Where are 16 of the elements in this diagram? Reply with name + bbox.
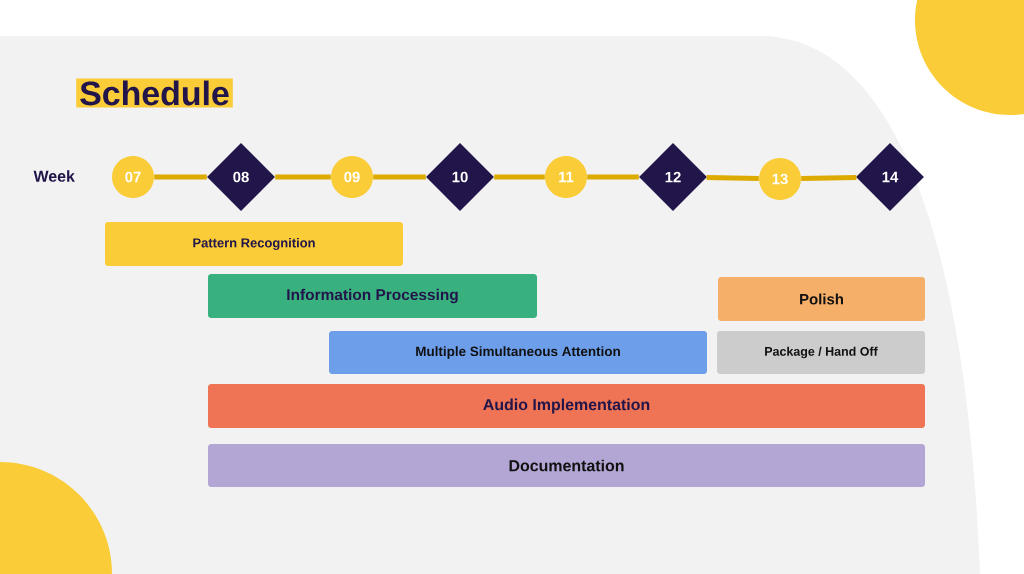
task-bar: Audio Implementation [208, 384, 925, 428]
timeline-line [587, 174, 639, 180]
task-bar: Package / Hand Off [717, 331, 925, 374]
timeline-line [801, 175, 857, 182]
timeline-line [373, 174, 426, 180]
task-bar: Polish [718, 277, 925, 321]
timeline-line [154, 174, 207, 180]
title: Schedule [76, 78, 233, 108]
axis-label: Week [33, 170, 75, 182]
timeline-line [494, 174, 545, 180]
timeline-line [275, 174, 331, 180]
task-bar: Documentation [208, 444, 925, 487]
timeline-line [706, 175, 759, 182]
task-bar: Information Processing [208, 274, 537, 318]
task-bar: Pattern Recognition [105, 222, 403, 266]
task-bar: Multiple Simultaneous Attention [329, 331, 707, 374]
